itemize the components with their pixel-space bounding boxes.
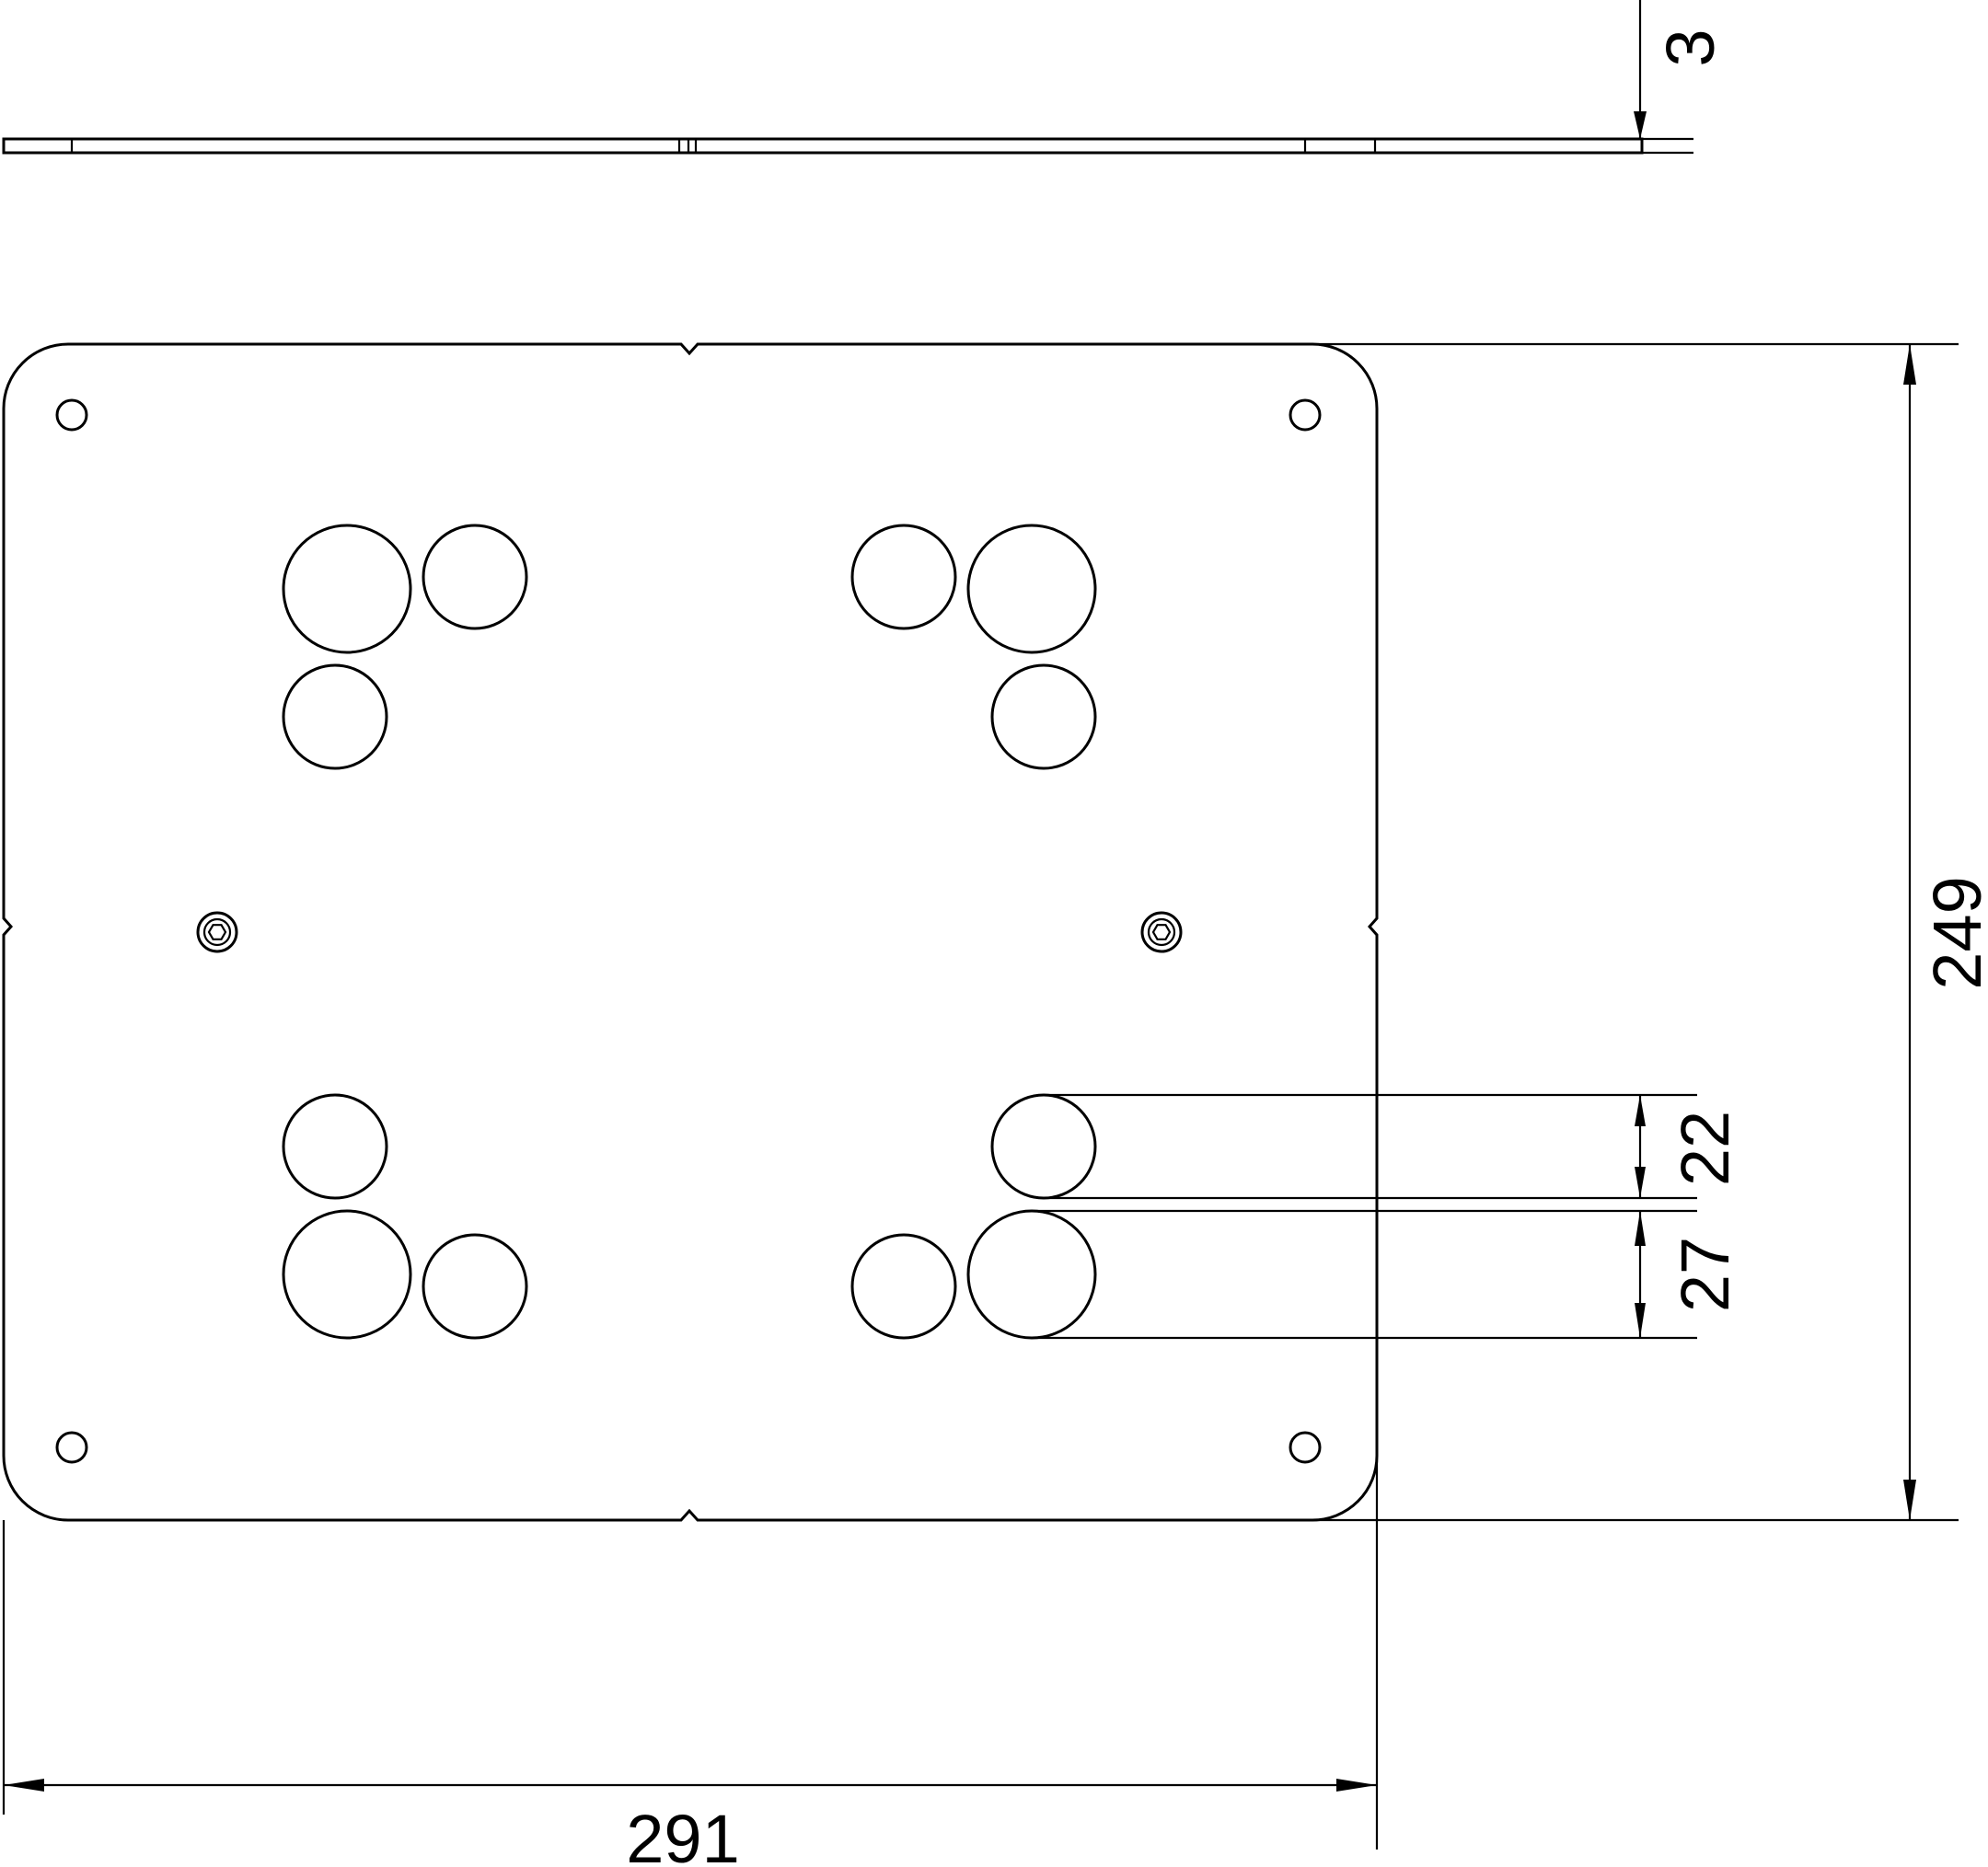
dimension-hole-small-label: 22: [1667, 1111, 1743, 1186]
hex-screw-left: [196, 911, 238, 953]
dimension-hole-large: 27: [1032, 1209, 1743, 1340]
dimension-width: 291: [2, 935, 1379, 1867]
corner-hole-bottom-right: [1289, 1431, 1322, 1464]
dimension-width-label: 291: [626, 1801, 739, 1867]
dimension-hole-small: 22: [1044, 1093, 1743, 1200]
hole-group-top-right: [850, 524, 1097, 770]
corner-hole-bottom-left: [55, 1431, 88, 1464]
front-view: [2, 342, 1379, 1522]
dimension-height: 249: [1312, 342, 1988, 1522]
hole-group-bottom-left: [282, 1093, 528, 1340]
dimension-hole-large-label: 27: [1667, 1237, 1743, 1312]
side-view-plate: [2, 137, 1644, 155]
dimension-thickness-label: 3: [1652, 29, 1728, 66]
hex-screw-right: [1140, 911, 1183, 953]
corner-hole-top-left: [55, 398, 88, 432]
side-view: [2, 137, 1693, 155]
dimension-height-label: 249: [1919, 876, 1988, 989]
corner-hole-top-right: [1289, 398, 1322, 432]
hole-group-top-left: [282, 524, 528, 770]
hole-group-bottom-right: [850, 1093, 1097, 1340]
dimension-thickness: 3: [1634, 0, 1728, 139]
